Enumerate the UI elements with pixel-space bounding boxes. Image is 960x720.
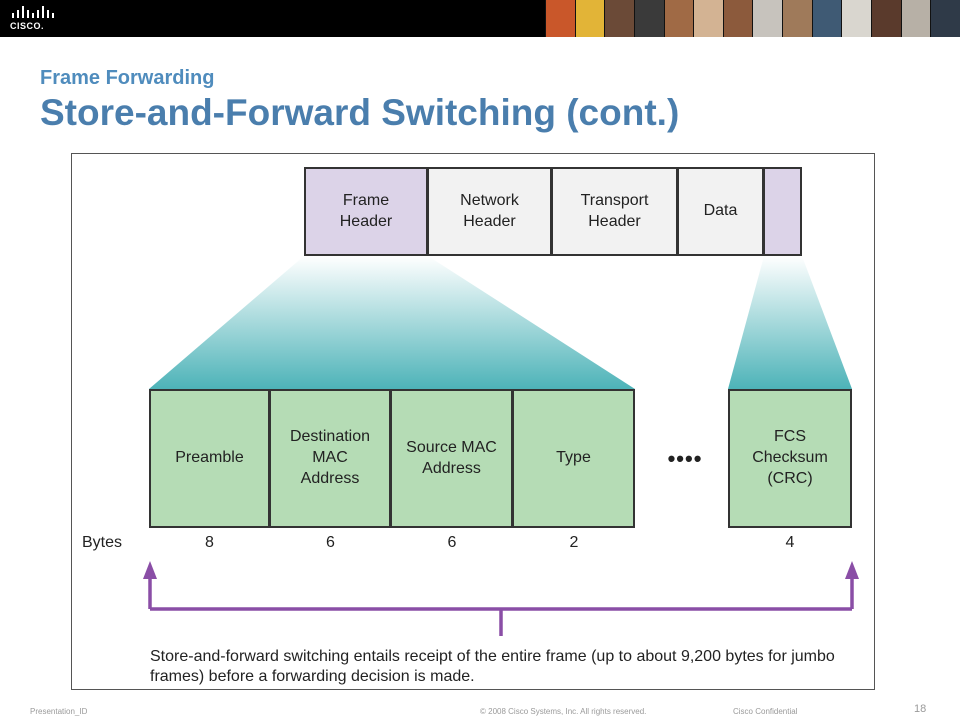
cisco-logo: CISCO. <box>10 4 60 34</box>
photo-tile <box>693 0 723 37</box>
frame-field: Type <box>513 389 635 528</box>
footer-presentation-id: Presentation_ID <box>30 707 88 716</box>
footer-copyright: © 2008 Cisco Systems, Inc. All rights re… <box>480 707 647 716</box>
frame-field: FCS Checksum (CRC) <box>728 389 852 528</box>
byte-count: 8 <box>205 534 214 551</box>
photo-tile <box>930 0 960 37</box>
cisco-bars-icon <box>12 6 54 18</box>
byte-count: 6 <box>326 534 335 551</box>
photo-tile <box>722 0 753 37</box>
diagram-graphics <box>143 256 859 636</box>
photo-tile <box>633 0 664 37</box>
byte-count: 4 <box>785 534 795 551</box>
byte-count: 6 <box>447 534 457 551</box>
packet-field: Network Header <box>428 167 552 256</box>
receipt-arrow <box>148 571 854 636</box>
logo-wordmark: CISCO. <box>10 21 45 31</box>
left-arrowhead <box>143 561 157 579</box>
packet-field: Data <box>678 167 764 256</box>
top-banner: CISCO. <box>0 0 960 37</box>
slide-title: Store-and-Forward Switching (cont.) <box>40 92 680 133</box>
photo-tile <box>811 0 842 37</box>
photo-tile <box>782 0 812 37</box>
people-photo-strip <box>545 0 960 37</box>
photo-tile <box>841 0 872 37</box>
photo-tile <box>900 0 931 37</box>
footer-confidential: Cisco Confidential <box>733 707 798 716</box>
packet-field: Transport Header <box>552 167 678 256</box>
frame-field: Destination MAC Address <box>270 389 391 528</box>
bytes-label: Bytes <box>82 534 123 551</box>
frame-field: Preamble <box>149 389 270 528</box>
field-ellipsis: •••• <box>667 445 703 471</box>
photo-tile <box>545 0 575 37</box>
photo-tile <box>574 0 605 37</box>
packet-field: Frame Header <box>304 167 428 256</box>
trailer-expansion-fan <box>728 256 852 389</box>
photo-tile <box>663 0 694 37</box>
photo-tile <box>604 0 634 37</box>
frame-field: Source MAC Address <box>391 389 513 528</box>
header-expansion-fan <box>149 256 635 389</box>
diagram-caption: Store-and-forward switching entails rece… <box>150 648 835 685</box>
right-arrowhead <box>845 561 859 579</box>
photo-tile <box>752 0 783 37</box>
photo-tile <box>871 0 901 37</box>
byte-count: 2 <box>569 534 579 551</box>
slide-subtitle: Frame Forwarding <box>40 67 215 89</box>
page-number: 18 <box>914 703 927 715</box>
packet-field <box>764 167 802 256</box>
